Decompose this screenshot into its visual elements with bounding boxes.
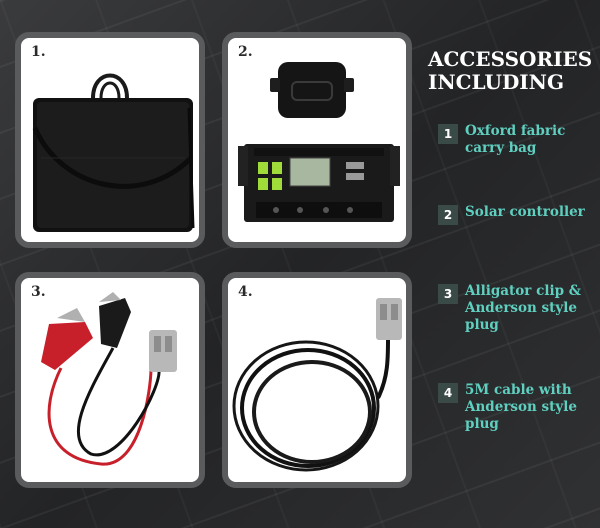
item-label: Alligator clip & Anderson style plug [465,283,581,333]
panel-solar-controller: 2. [222,32,412,248]
panel-cable: 4. [222,272,412,488]
accessories-heading: ACCESSORIES INCLUDING [428,48,596,94]
panel-number: 1. [31,44,46,60]
heading-line-2: INCLUDING [428,70,565,94]
item-badge: 2 [438,205,458,225]
panel-number: 2. [238,44,253,60]
panel-alligator-clip: 3. [15,272,205,488]
panel-number: 4. [238,284,253,300]
solar-controller-image [238,62,400,222]
item-label: 5M cable with Anderson style plug [465,382,577,432]
heading-line-1: ACCESSORIES [428,47,593,71]
item-label: Solar controller [465,204,585,220]
junction-box-image [270,62,354,118]
item-label: Oxford fabric carry bag [465,123,566,156]
alligator-clip-image [41,292,177,466]
carry-bag-image [32,73,195,232]
item-badge: 3 [438,284,458,304]
panel-number: 3. [31,284,46,300]
cable-image [232,298,402,472]
item-badge: 4 [438,383,458,403]
panel-carry-bag: 1. [15,32,205,248]
item-badge: 1 [438,124,458,144]
